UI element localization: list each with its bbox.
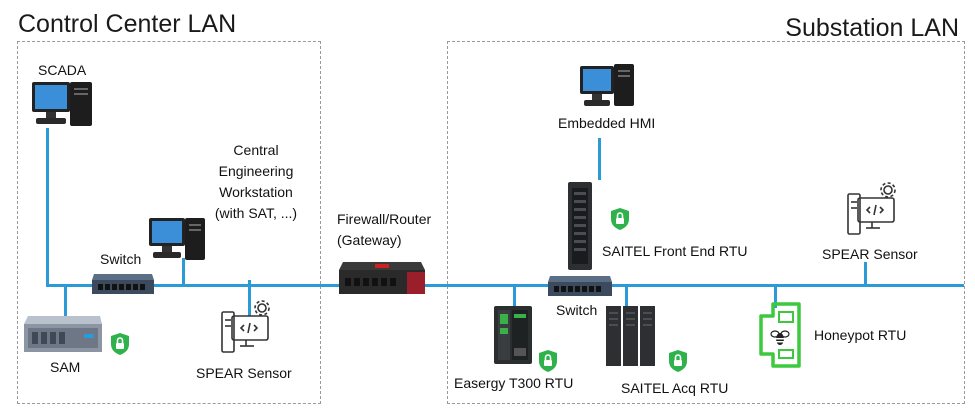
substation-switch-icon[interactable] <box>546 274 614 298</box>
embedded-hmi-label: Embedded HMI <box>558 115 656 131</box>
cc-spear-sensor-label: SPEAR Sensor <box>196 365 292 381</box>
sam-label: SAM <box>50 359 81 375</box>
scada-label: SCADA <box>38 62 87 78</box>
cc-spear-sensor-icon[interactable] <box>220 298 276 356</box>
control-center-lan-zone <box>17 41 321 404</box>
easergy-rtu-icon[interactable] <box>490 304 536 366</box>
central-eng-line2: Engineering <box>218 163 294 179</box>
saitel-acq-link <box>625 286 628 308</box>
gateway-label-line2: (Gateway) <box>337 232 402 248</box>
main-network-bus <box>46 284 552 287</box>
saitel-acq-rack-icon[interactable] <box>604 304 656 368</box>
substation-switch-label: Switch <box>556 302 598 318</box>
bee-icon <box>769 326 791 348</box>
substation-spear-sensor-icon[interactable] <box>846 180 902 238</box>
easergy-label: Easergy T300 RTU <box>454 375 574 391</box>
scada-computer-icon[interactable] <box>30 78 96 130</box>
sub-spear-link <box>864 262 867 286</box>
honeypot-link <box>774 286 777 308</box>
cc-spear-link <box>248 280 251 316</box>
saitel-front-end-shield-lock-icon <box>610 207 630 231</box>
honeypot-rtu-icon[interactable] <box>755 300 805 370</box>
saitel-front-end-rack-icon[interactable] <box>566 180 594 272</box>
saitel-front-end-label: SAITEL Front End RTU <box>602 243 748 259</box>
central-eng-line4: (with SAT, ...) <box>214 205 298 221</box>
easergy-shield-lock-icon <box>538 349 558 373</box>
control-center-lan-title: Control Center LAN <box>18 10 237 38</box>
saitel-acq-shield-lock-icon <box>668 349 688 373</box>
easergy-link <box>513 286 516 308</box>
firewall-router-icon[interactable] <box>337 258 427 298</box>
honeypot-label: Honeypot RTU <box>814 327 907 343</box>
central-eng-line3: Workstation <box>219 184 293 200</box>
saitel-acq-label: SAITEL Acq RTU <box>621 380 729 396</box>
substation-spear-sensor-label: SPEAR Sensor <box>822 246 918 262</box>
scada-link <box>46 128 49 286</box>
substation-network-bus <box>612 284 964 287</box>
substation-lan-zone <box>447 41 965 404</box>
cc-switch-icon[interactable] <box>90 272 156 296</box>
workstation-computer-icon[interactable] <box>147 214 209 264</box>
sam-link <box>64 286 67 316</box>
hmi-link <box>598 138 601 180</box>
gateway-label-line1: Firewall/Router <box>337 211 432 227</box>
substation-lan-title: Substation LAN <box>785 14 959 42</box>
embedded-hmi-computer-icon[interactable] <box>578 62 638 110</box>
central-eng-line1: Central <box>233 142 279 158</box>
cc-switch-label: Switch <box>100 251 142 267</box>
workstation-link <box>182 258 185 286</box>
sam-shield-lock-icon <box>110 332 130 356</box>
sam-appliance-icon[interactable] <box>22 314 104 356</box>
